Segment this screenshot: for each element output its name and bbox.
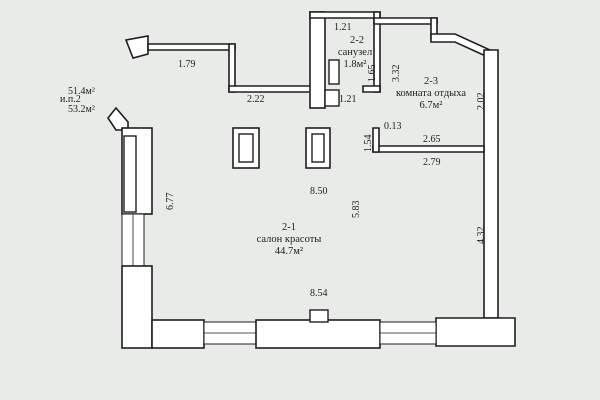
dim-partition-top: 2.65 — [423, 134, 441, 145]
dim-partition-bottom: 2.79 — [423, 157, 441, 168]
wall-left-lower — [121, 265, 153, 349]
room-2-1-area: 44.7м² — [275, 246, 303, 257]
room-2-2-area: 1.8м² — [344, 59, 367, 70]
fixtures — [232, 59, 340, 169]
wall-left-upper-niche — [123, 135, 137, 213]
column-bottom — [309, 309, 329, 323]
dim-partition-side: 1.54 — [363, 135, 374, 153]
room-2-1-number: 2-1 — [282, 222, 296, 233]
wall-partition-bottom — [372, 145, 485, 153]
wall-corridor-bottom — [228, 85, 319, 93]
summary-area-2: 53.2м² — [68, 104, 95, 115]
dim-main-width-top: 8.50 — [310, 186, 328, 197]
dim-main-height-center: 5.83 — [351, 201, 362, 219]
wall-bottom-right-corner — [435, 317, 516, 347]
dim-rest-room-left: 3.32 — [391, 65, 402, 83]
wall-partition-stub — [372, 127, 380, 153]
dim-bathroom-side: 1.65 — [367, 65, 378, 83]
dim-bathroom-bottom: 1.21 — [339, 94, 357, 105]
dim-corridor-bottom: 2.22 — [247, 94, 265, 105]
wall-bottom-1 — [151, 319, 205, 349]
summary-code: и.п.2 — [60, 94, 81, 105]
wall-bottom-2 — [255, 319, 381, 349]
wall-bathroom-bottom — [362, 85, 381, 93]
column-left-inner — [238, 133, 254, 163]
room-2-2-number: 2-2 — [350, 35, 364, 46]
room-2-3-number: 2-3 — [424, 76, 438, 87]
wall-bathroom-left — [309, 11, 326, 109]
column-right-inner — [311, 133, 325, 163]
wall-left-angled — [107, 106, 129, 131]
wall-right — [483, 49, 499, 319]
dim-bathroom-top: 1.21 — [334, 22, 352, 33]
bathroom-fixture — [324, 89, 340, 107]
wall-rest-top — [373, 17, 438, 25]
room-2-2-name: санузел — [338, 47, 372, 58]
dim-left-height: 6.77 — [165, 193, 176, 211]
dim-right-top: 2.02 — [476, 93, 487, 111]
walls — [107, 11, 516, 349]
dim-top-left-wall: 1.79 — [178, 59, 196, 70]
wall-corridor-vertical — [228, 43, 236, 93]
wall-top-left-stub — [124, 35, 149, 59]
summary-area-1: 51.4м² — [68, 86, 95, 97]
wall-corridor-top — [147, 43, 236, 51]
room-2-1-name: салон красоты — [257, 234, 322, 245]
wall-bathroom-top — [309, 11, 381, 19]
bathroom-sink — [328, 59, 340, 85]
dim-partition-small: 0.13 — [384, 121, 402, 132]
dim-main-width-bottom: 8.54 — [310, 288, 328, 299]
room-2-3-name: комната отдыха — [396, 88, 466, 99]
dim-right-bottom: 4.32 — [476, 227, 487, 245]
room-2-3-area: 6.7м² — [420, 100, 443, 111]
